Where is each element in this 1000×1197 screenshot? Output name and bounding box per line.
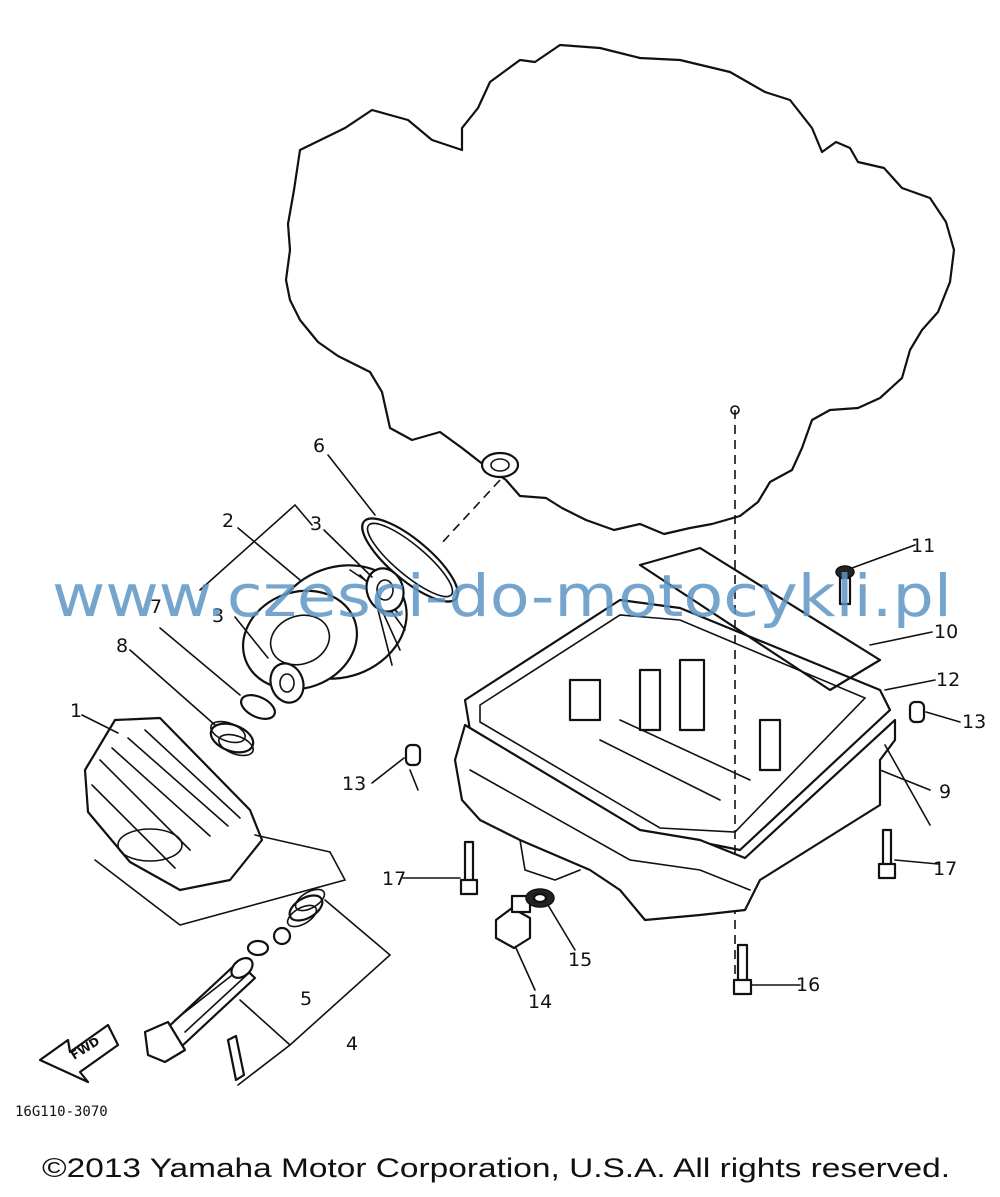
dowel-pin (226, 1034, 246, 1082)
watermark: www.czesci-do-motocykli.pl (52, 562, 952, 630)
callout-6: 6 (313, 435, 325, 457)
drain-plug (494, 894, 532, 950)
callout-2: 2 (222, 510, 234, 532)
relief-spring (286, 888, 326, 928)
leader-lines (81, 454, 961, 991)
engine-filter-boss (480, 451, 520, 479)
callout-3-upper: 3 (310, 513, 322, 535)
callout-5: 5 (300, 988, 312, 1010)
oil-filter-cover (83, 716, 264, 892)
callout-17-right: 17 (933, 858, 957, 880)
union-bolt (143, 957, 257, 1064)
dowel-13-left (404, 743, 422, 767)
callout-4: 4 (346, 1033, 358, 1055)
copyright: ©2013 Yamaha Motor Corporation, U.S.A. A… (42, 1153, 950, 1183)
callout-15: 15 (568, 949, 592, 971)
dowel-13-right (908, 700, 926, 724)
callout-13-left: 13 (342, 773, 366, 795)
washer-lower (269, 662, 305, 704)
callout-13-right: 13 (962, 711, 986, 733)
callout-10: 10 (934, 621, 958, 643)
relief-ball (272, 926, 292, 946)
callout-17-left: 17 (382, 868, 406, 890)
o-ring-small (240, 694, 276, 720)
bolt-11 (835, 565, 855, 606)
callout-1: 1 (70, 700, 82, 722)
oil-pan (453, 658, 897, 922)
bolt-17-left (459, 840, 479, 896)
callout-8: 8 (116, 635, 128, 657)
spring (209, 720, 255, 757)
bolt-17-right (877, 828, 897, 880)
bolt-16 (732, 943, 753, 996)
engine-outline (284, 43, 956, 536)
callout-16: 16 (796, 974, 820, 996)
diagram-code: 16G110-3070 (15, 1104, 108, 1120)
callout-11: 11 (911, 535, 935, 557)
callout-7: 7 (150, 596, 162, 618)
washer-upper (365, 567, 405, 613)
fwd-arrow-icon: FWD (38, 1023, 120, 1084)
callout-9: 9 (939, 781, 951, 803)
callout-3-lower: 3 (212, 605, 224, 627)
callout-12: 12 (936, 669, 960, 691)
cover-gasket (638, 546, 882, 692)
relief-washer (246, 939, 270, 957)
callout-14: 14 (528, 991, 552, 1013)
